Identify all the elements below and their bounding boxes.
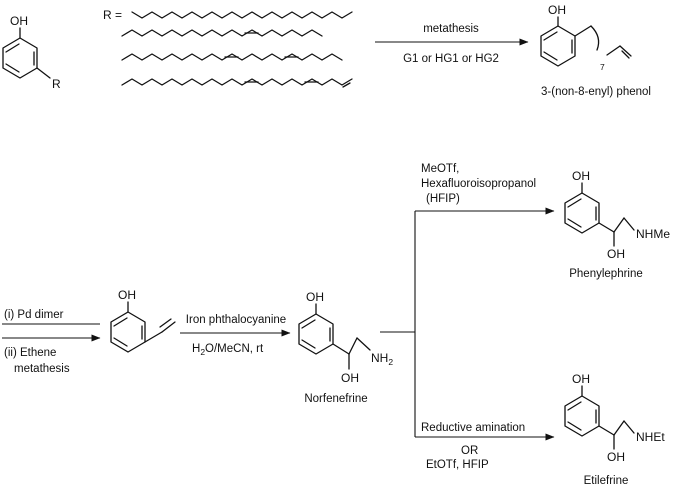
nonenyl-phenol-structure: OH 7: [540, 3, 632, 72]
catalyst-label: G1 or HG1 or HG2: [403, 53, 499, 65]
norfenefrine-structure: OH OH NH2: [298, 290, 393, 385]
hfip-abbr-label: (HFIP): [426, 193, 460, 205]
etotf-label: EtOTf, HFIP: [426, 459, 489, 471]
meotf-label: MeOTf,: [421, 163, 459, 175]
r-equals-label: R =: [103, 8, 122, 22]
iron-phthalocyanine-label: Iron phthalocyanine: [186, 314, 286, 326]
reductive-amination-label: Reductive amination: [421, 422, 525, 434]
phenol-r-structure: OH R: [2, 14, 61, 91]
oh-label: OH: [306, 290, 324, 304]
vinylphenol-structure: OH: [110, 288, 176, 353]
nh2-label: NH2: [371, 351, 393, 367]
oh-label: OH: [572, 372, 590, 386]
phenylephrine-name: Phenylephrine: [569, 268, 643, 280]
step1-pd-label: (i) Pd dimer: [4, 309, 64, 321]
nonenyl-phenol-name: 3-(non-8-enyl) phenol: [541, 86, 651, 98]
etilefrine-structure: OH OH NHEt: [564, 372, 665, 464]
metathesis-label: metathesis: [423, 23, 479, 35]
step1-metathesis-label: metathesis: [14, 363, 70, 375]
triene-chain: [121, 78, 353, 88]
or-label: OR: [461, 445, 478, 457]
oh-label: OH: [572, 169, 590, 183]
norfenefrine-name: Norfenefrine: [304, 393, 367, 405]
monoene-chain: [121, 29, 323, 37]
oh-label: OH: [118, 288, 136, 302]
hfip-full-label: Hexafluoroisopropanol: [421, 178, 536, 190]
phenylephrine-structure: OH OH NHMe: [564, 169, 670, 261]
nhme-label: NHMe: [636, 227, 670, 241]
oh-label: OH: [341, 371, 359, 385]
step1-ethene-label: (ii) Ethene: [4, 347, 56, 359]
oh-label: OH: [607, 450, 625, 464]
r-label: R: [52, 77, 61, 91]
oh-label: OH: [607, 247, 625, 261]
oh-label: OH: [10, 14, 28, 28]
chain-count-label: 7: [600, 62, 605, 72]
oh-label: OH: [548, 3, 566, 17]
nhet-label: NHEt: [636, 430, 665, 444]
saturated-chain: [131, 11, 353, 19]
etilefrine-name: Etilefrine: [584, 475, 629, 487]
solvent-label: H2O/MeCN, rt: [192, 343, 264, 357]
diene-chain: [121, 53, 343, 61]
